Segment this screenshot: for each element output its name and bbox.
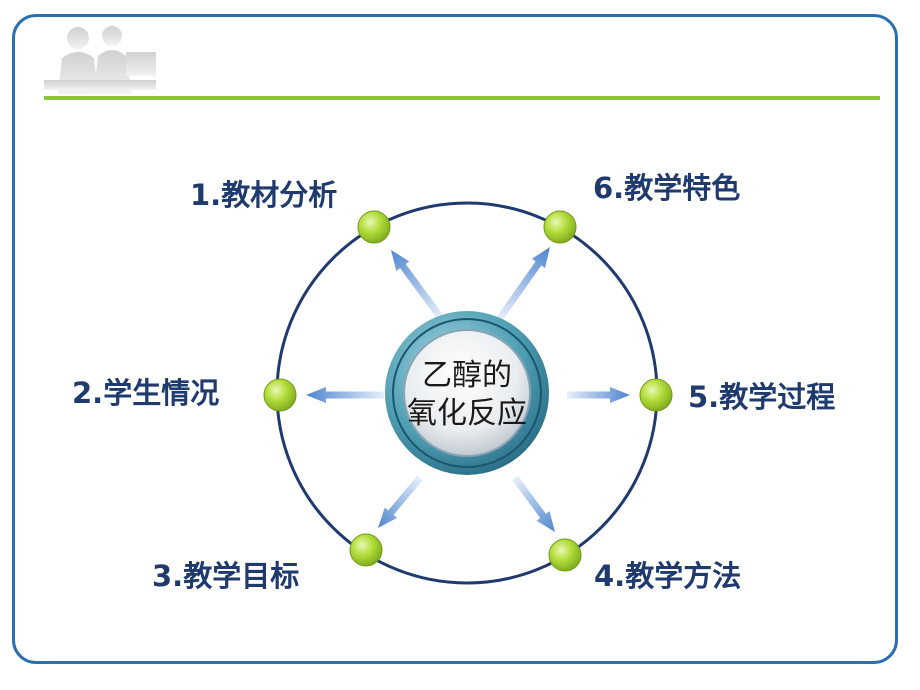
people-silhouette-icon <box>44 26 156 94</box>
topic-label: 1.教材分析 <box>190 178 337 212</box>
topic-node <box>357 210 391 244</box>
center-hub: 乙醇的 氧化反应 <box>385 311 549 475</box>
topic-node <box>349 533 383 567</box>
arrow-icon <box>306 387 384 403</box>
arrow-icon <box>512 475 556 533</box>
arrow-icon <box>378 475 423 528</box>
header-accent-line <box>44 96 880 100</box>
topic-node <box>263 378 297 412</box>
topic-label: 5.教学过程 <box>688 380 835 414</box>
topic-label: 6.教学特色 <box>593 171 740 205</box>
topic-label: 3.教学目标 <box>152 559 299 593</box>
topic-label: 4.教学方法 <box>594 559 741 593</box>
arrow-icon <box>497 247 550 321</box>
topic-node <box>639 378 673 412</box>
arrow-icon <box>567 387 630 403</box>
center-title-line1: 乙醇的 <box>422 358 512 393</box>
center-title-line2: 氧化反应 <box>407 396 527 431</box>
topic-node <box>548 538 582 572</box>
topic-label: 2.学生情况 <box>72 376 219 410</box>
topic-node <box>543 210 577 244</box>
arrow-icon <box>390 249 444 321</box>
